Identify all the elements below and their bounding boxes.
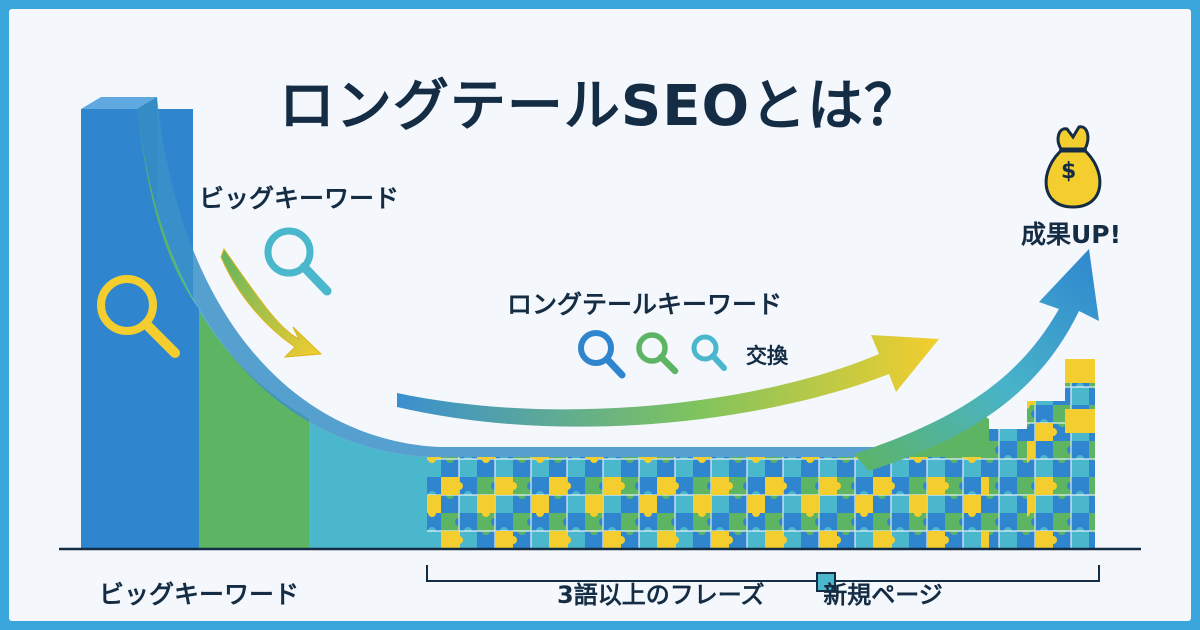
long-arrow	[397, 335, 939, 427]
search-icon	[636, 332, 679, 375]
new-page-text: 新規ページ	[823, 581, 943, 609]
big-keyword-label: ビッグキーワード	[199, 184, 400, 213]
big-keyword-bottom-label: ビッグキーワード	[99, 580, 300, 609]
bracket	[426, 565, 1100, 582]
page-title: ロングテールSEOとは？	[278, 74, 922, 139]
search-icon	[691, 334, 727, 371]
exchange-label: 交換	[746, 344, 788, 368]
search-icon	[578, 330, 626, 379]
infographic-canvas: $ ロングテールSEOとは？ ビッグキーワード ロングテールキーワード 交換 成…	[9, 9, 1191, 621]
search-icon	[264, 227, 332, 296]
phrase-label: 3語以上のフレーズ 新規ページ	[557, 575, 943, 610]
long-tail-curve	[137, 97, 1009, 549]
puzzle-staircase	[989, 359, 1095, 549]
diagram-art	[59, 97, 1141, 592]
new-page-legend-swatch	[816, 572, 836, 592]
down-arrow	[220, 247, 323, 358]
result-label: 成果UP!	[1021, 220, 1122, 249]
curve-segment-blue	[137, 109, 199, 549]
longtail-keyword-label: ロングテールキーワード	[507, 290, 783, 319]
dollar-sign: $	[1061, 159, 1077, 184]
money-bag-icon	[1044, 125, 1102, 209]
up-arrow	[854, 249, 1099, 471]
phrase-text: 3語以上のフレーズ	[557, 581, 765, 609]
search-icon	[97, 275, 180, 358]
